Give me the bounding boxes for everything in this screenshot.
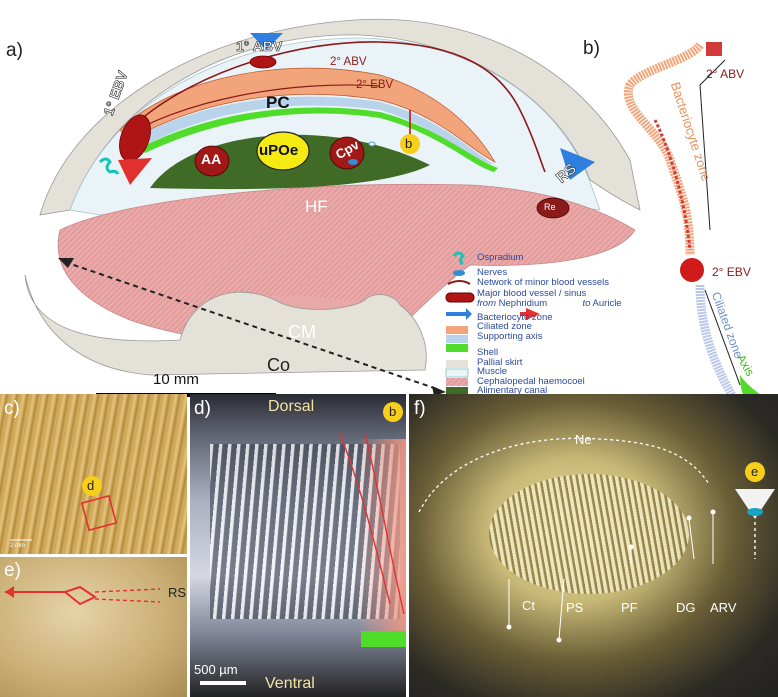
b-label-abv: 2° ABV [706, 67, 745, 81]
b-abv-block [706, 42, 722, 56]
legend: Ospradium Nerves Network of minor blood … [477, 253, 622, 396]
d-label-b: b [389, 404, 397, 419]
legend-muscle: Muscle [477, 366, 508, 377]
legend-nerve-icon [453, 270, 465, 276]
legend-auricle-icon [520, 308, 540, 320]
label-2-abv: 2° ABV [330, 56, 367, 68]
re-sinus [536, 197, 570, 219]
f-label-ne: Ne [575, 432, 592, 447]
legend-pallial: Pallial skirt [477, 356, 523, 368]
panel-label-c: c) [4, 398, 20, 419]
b-bacteriocyte-strip [623, 41, 704, 256]
legend-ciliated: Ciliated zone [477, 321, 532, 332]
panel-label-e: e) [4, 560, 21, 581]
legend-alimentary: Alimentary canal [477, 385, 548, 396]
legend-minor-vessels: Network of minor blood vessels [477, 277, 609, 288]
b-bracket-bact [699, 59, 726, 231]
label-2-ebv: 2° EBV [356, 79, 394, 91]
panel-c-photo [0, 394, 187, 554]
b-red-strip [653, 119, 692, 251]
panel-label-d: d) [194, 398, 211, 419]
panel-e-overlay [5, 585, 161, 606]
to-auricle-arrow [118, 158, 152, 185]
abv1-sinus [249, 55, 277, 69]
legend-haemocoel: Cephalopedal haemocoel [477, 375, 585, 387]
eye-icon [735, 489, 775, 519]
label-hf: HF [305, 197, 328, 216]
b-ebv-sinus [680, 258, 704, 282]
f-label-ct: Ct [522, 598, 535, 613]
panel-d-overlay [339, 402, 405, 615]
label-aa: AA [201, 151, 222, 167]
f-label-ps: PS [566, 600, 584, 615]
legend-ospradium-icon [452, 251, 465, 266]
panel-d-photo [190, 394, 406, 697]
legend-nerves: Nerves [477, 266, 508, 278]
d-scale-bar [200, 681, 246, 685]
c-label-scale: 2 mm [10, 543, 25, 549]
f-lamellae [489, 474, 689, 594]
label-co: Co [267, 355, 291, 375]
f-label-arv: ARV [710, 600, 737, 615]
d-label-scale: 500 µm [194, 662, 238, 677]
gill-supporting-axis [140, 107, 498, 172]
label-re: Re [544, 202, 556, 212]
nerve-icon [348, 159, 358, 165]
f-overlay [418, 437, 775, 643]
panel-label-f: f) [414, 398, 426, 419]
legend-nephridium-icon [446, 308, 472, 320]
d-b-marker [383, 402, 403, 422]
b-ciliated-strip [695, 284, 739, 403]
upoe-canal [256, 131, 310, 171]
panel-label-b: b) [583, 38, 600, 59]
c-label-d: d [87, 478, 95, 493]
aa-vessel [194, 145, 230, 177]
label-scale-a: 10 mm [153, 371, 199, 388]
nerve-icon-small [368, 141, 376, 147]
c-d-marker [82, 476, 102, 496]
gill-bacteriocyte-zone [119, 67, 496, 163]
label-cm: CM [288, 322, 316, 342]
legend-bacteriocyte: Bacteriocyte zone [477, 311, 553, 323]
c-d-box [80, 494, 118, 532]
d-green-bar [361, 631, 406, 647]
label-b-marker: b [405, 136, 413, 151]
nephridium-arrow-top [250, 33, 283, 50]
panel-f-photo [409, 394, 778, 697]
b-label-ebv: 2° EBV [712, 265, 751, 279]
legend-minor-vessel-icon [447, 280, 471, 285]
nephridium-arrow-rs [560, 148, 595, 180]
panel-c-overlay [10, 476, 118, 541]
label-pc: PC [266, 93, 290, 112]
co-arrow [64, 261, 441, 391]
d-label-dorsal: Dorsal [268, 398, 315, 415]
f-label-e: e [751, 464, 759, 479]
shell-outline [39, 18, 641, 216]
label-1-abv: 1° ABV [236, 38, 283, 55]
d-red-overlay [358, 439, 406, 639]
legend-major-vessel: Major blood vessel / sinus [477, 287, 587, 299]
f-label-pf: PF [621, 600, 638, 615]
b-bracket-cil [704, 289, 741, 386]
legend-ospradium: Ospradium [477, 252, 524, 263]
f-label-dg: DG [676, 600, 696, 615]
b-marker [400, 134, 420, 154]
legend-flow: from Nephridium to Auricle [477, 298, 622, 309]
e-label-rs: RS [168, 585, 187, 600]
shell-base [24, 274, 427, 376]
panel-e-photo [0, 557, 187, 697]
panel-label-a: a) [6, 40, 23, 61]
gill-ciliated-zone [130, 96, 495, 165]
d-label-ventral: Ventral [265, 675, 315, 692]
ospradium-icon [98, 157, 120, 175]
legend-shell: Shell [477, 347, 499, 358]
legend-major-vessel-icon [445, 292, 475, 303]
label-upoe: uPOe [259, 142, 299, 159]
abv-vessel-line [139, 41, 546, 173]
e-marker [745, 462, 765, 482]
legend-supporting: Supporting axis [477, 330, 543, 342]
